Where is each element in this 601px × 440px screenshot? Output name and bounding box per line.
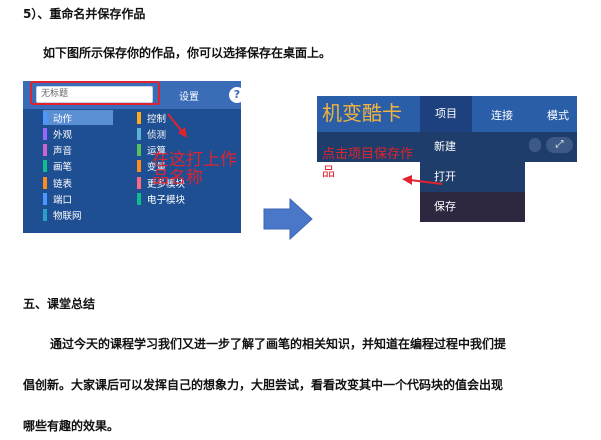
category-column-left: 动作外观声音画笔链表端口物联网 [43, 110, 115, 224]
right-arrow-icon [263, 197, 313, 241]
summary-paragraph-line: 哪些有趣的效果。 [23, 419, 120, 433]
category-color-swatch [137, 144, 141, 157]
category-color-swatch [43, 160, 47, 173]
title-input-highlight [30, 81, 160, 105]
category-label: 外观 [53, 129, 73, 141]
category-color-swatch [43, 209, 47, 222]
category-item[interactable]: 画笔 [43, 159, 115, 174]
summary-paragraph-line: 通过今天的课程学习我们又进一步了解了画笔的相关知识，并知道在编程过程中我们提 [50, 337, 507, 351]
category-item[interactable]: 外观 [43, 126, 115, 141]
category-item[interactable]: 动作 [43, 110, 113, 125]
block-category-panel [23, 109, 241, 233]
fullscreen-icon[interactable]: ⤢ [546, 137, 573, 153]
category-item[interactable]: 端口 [43, 191, 115, 206]
category-item[interactable]: 更多模块 [137, 175, 241, 190]
category-label: 更多模块 [147, 178, 186, 190]
category-color-swatch [137, 160, 141, 173]
red-arrow-icon [167, 113, 187, 138]
category-item[interactable]: 链表 [43, 175, 115, 190]
menu-item-open[interactable]: 打开 [434, 170, 456, 183]
category-color-swatch [43, 144, 47, 157]
category-color-swatch [43, 111, 47, 124]
summary-paragraph-line: 倡创新。大家课后可以发挥自己的想象力，大胆尝试，看看改变其中一个代码块的值会出现 [23, 378, 504, 392]
save-annotation: 点击项目保存作品 [322, 147, 414, 180]
category-item[interactable]: 物联网 [43, 208, 115, 223]
rename-annotation: 在这打上作品名称 [152, 150, 237, 188]
category-label: 画笔 [53, 162, 73, 174]
category-label: 端口 [53, 194, 73, 206]
category-label: 链表 [53, 178, 73, 190]
red-arrow-icon [402, 175, 443, 185]
category-color-swatch [137, 192, 141, 205]
mode-menu[interactable]: 模式 [547, 109, 569, 122]
category-item[interactable]: 电子模块 [137, 191, 241, 206]
category-item[interactable]: 运算 [137, 143, 241, 158]
help-icon[interactable]: ? [229, 87, 241, 103]
category-label: 运算 [147, 146, 167, 158]
project-menu-tab[interactable]: 项目 [420, 96, 472, 132]
category-label: 声音 [53, 146, 73, 158]
project-title-input[interactable]: 无标题 [36, 86, 153, 103]
category-label: 动作 [53, 113, 73, 125]
category-label: 物联网 [53, 211, 82, 223]
category-color-swatch [43, 176, 47, 189]
toolbar-toggle[interactable] [529, 138, 541, 152]
menu-item-save[interactable]: 保存 [420, 192, 525, 222]
category-column-right: 控制侦测运算变量更多模块电子模块 [137, 110, 241, 208]
category-item[interactable]: 变量 [137, 159, 241, 174]
category-label: 变量 [147, 162, 167, 174]
category-color-swatch [137, 176, 141, 189]
category-color-swatch [43, 192, 47, 205]
app-workspace [317, 162, 420, 224]
category-color-swatch [137, 127, 141, 140]
step5-description: 如下图所示保存你的作品，你可以选择保存在桌面上。 [43, 46, 332, 60]
category-label: 侦测 [147, 129, 167, 141]
connect-menu[interactable]: 连接 [491, 109, 513, 122]
category-item[interactable]: 声音 [43, 143, 115, 158]
settings-menu[interactable]: 设置 [179, 92, 199, 103]
category-label: 电子模块 [147, 194, 186, 206]
section-heading: 五、课堂总结 [23, 297, 96, 311]
project-dropdown-menu: 新建 打开 保存 [420, 132, 525, 222]
category-label: 控制 [147, 113, 167, 125]
category-color-swatch [137, 111, 141, 124]
menu-item-new[interactable]: 新建 [434, 140, 456, 153]
category-item[interactable]: 侦测 [137, 126, 241, 141]
app-title: 机变酷卡 [322, 101, 402, 125]
category-color-swatch [43, 127, 47, 140]
editor-screenshot-rename: 无标题 设置 ? 动作外观声音画笔链表端口物联网 控制侦测运算变量更多模块电子模… [23, 81, 241, 233]
step5-heading: 5）、重命名并保存作品 [23, 7, 146, 21]
category-item[interactable]: 控制 [137, 110, 241, 125]
